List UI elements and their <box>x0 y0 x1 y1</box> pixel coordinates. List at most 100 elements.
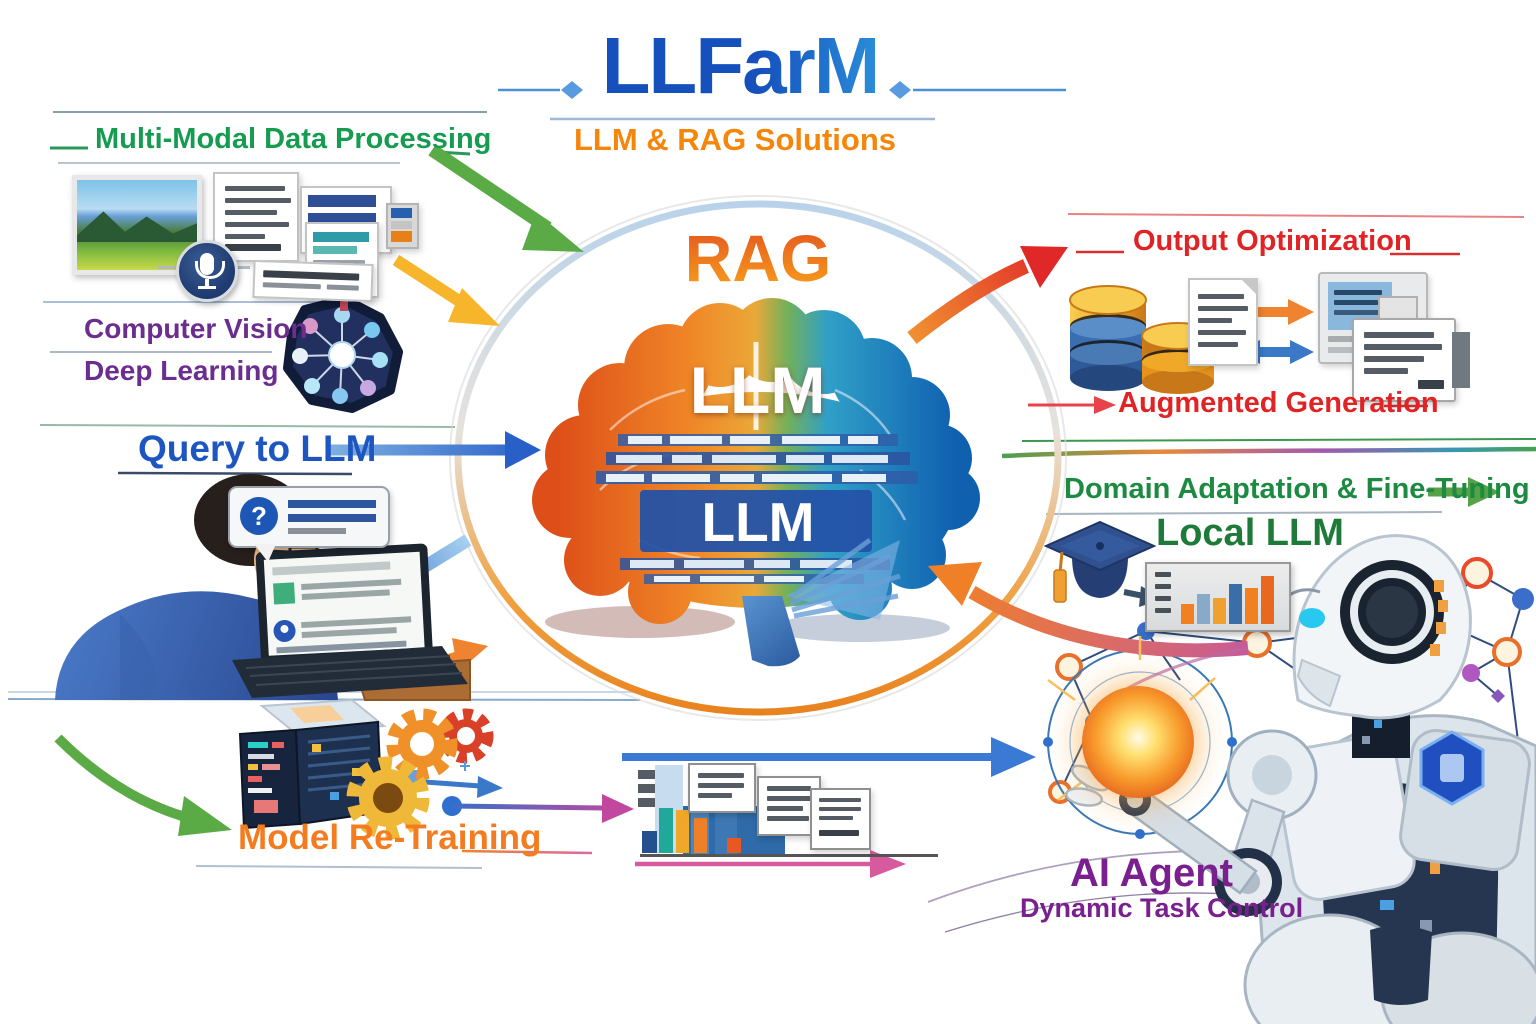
bar <box>676 810 689 853</box>
mic-cradle <box>195 261 225 279</box>
chart-baseline <box>640 854 938 857</box>
bubble-line <box>288 500 376 508</box>
digital-text-bands <box>596 434 918 584</box>
bar <box>1213 598 1226 624</box>
gray-block <box>391 221 412 229</box>
legend-block <box>638 798 660 807</box>
label-computer-vision: Computer Vision <box>84 313 308 344</box>
axis-dash <box>1155 608 1171 613</box>
label-multi-modal: Multi-Modal Data Processing <box>95 123 492 155</box>
text-line <box>1198 330 1246 335</box>
label-rag: RAG <box>648 223 868 293</box>
green-arrow-multimodal-to-center <box>428 144 584 252</box>
app-title: LLFarM <box>575 24 905 108</box>
orange-block <box>391 231 412 242</box>
text-line <box>1418 380 1444 389</box>
text-line <box>1364 368 1408 374</box>
red-arrow-to-augmented <box>1028 396 1116 414</box>
green-curved-arrow-to-retrain <box>54 734 232 836</box>
text-line <box>819 830 859 836</box>
long-blue-arrow-bottom <box>622 737 1036 777</box>
side-tab <box>1452 332 1470 388</box>
teal-bar <box>313 246 357 254</box>
label-query-to-llm: Query to LLM <box>138 428 377 469</box>
bar <box>1261 576 1274 624</box>
text-line <box>819 807 861 811</box>
text-line <box>225 222 289 227</box>
text-line <box>819 816 853 820</box>
axis-dash <box>1155 572 1171 577</box>
gears-icon <box>346 708 494 840</box>
text-line <box>1198 318 1232 323</box>
axis-dash <box>1155 584 1171 589</box>
text-line <box>225 234 265 239</box>
yellow-arrow-to-center <box>392 254 500 326</box>
section-rule-lines <box>7 111 1536 933</box>
database-icon <box>1069 285 1215 394</box>
magenta-arrow-retrain <box>442 794 634 823</box>
text-line <box>819 798 861 802</box>
color-block-panel-icon <box>386 203 419 249</box>
text-line <box>1198 306 1248 311</box>
label-domain-adaptation: Domain Adaptation & Fine-Tuning <box>1064 473 1530 505</box>
text-line <box>1334 300 1378 305</box>
label-output-optimization: Output Optimization <box>1133 225 1412 257</box>
blue-arrow-query-to-center <box>328 431 541 469</box>
text-line <box>698 773 744 778</box>
central-ring <box>449 195 1067 721</box>
text-line <box>767 816 809 821</box>
bar <box>642 831 657 853</box>
snippet-document-icon <box>252 259 374 303</box>
text-line <box>1364 344 1442 350</box>
label-dynamic-task-control: Dynamic Task Control <box>1020 893 1304 923</box>
text-line <box>1364 356 1424 362</box>
teal-bar <box>313 232 369 242</box>
bubble-tail <box>254 544 276 562</box>
text-line <box>262 282 321 290</box>
bar <box>1181 604 1194 624</box>
browser-window-icon <box>1352 318 1470 402</box>
label-augmented-generation: Augmented Generation <box>1118 387 1439 419</box>
bar-chart-icon <box>1145 562 1291 632</box>
mountain-shape <box>77 211 197 242</box>
text-line <box>698 783 744 788</box>
text-line <box>767 806 803 811</box>
text-line <box>698 793 732 798</box>
blue-block <box>391 208 412 218</box>
document-icon <box>1188 278 1258 366</box>
label-deep-learning: Deep Learning <box>84 355 279 386</box>
text-line <box>767 796 811 801</box>
header-decoration <box>498 81 1066 121</box>
label-local-llm: Local LLM <box>1156 512 1344 554</box>
label-llm-bottom: LLM <box>701 491 815 553</box>
bar <box>659 808 673 853</box>
text-line <box>225 210 277 215</box>
person-illustration <box>55 474 471 701</box>
mic-base <box>198 286 216 289</box>
document-icon <box>810 788 871 850</box>
bar <box>1197 594 1210 624</box>
legend-block <box>638 784 660 793</box>
text-line <box>225 186 285 191</box>
text-line <box>263 270 360 281</box>
text-line <box>1334 310 1384 315</box>
label-model-retraining: Model Re-Training <box>238 818 542 857</box>
text-line <box>225 244 281 251</box>
bar <box>694 818 707 853</box>
question-bubble: ? <box>228 486 390 548</box>
app-subtitle: LLM & RAG Solutions <box>573 122 897 157</box>
text-line <box>1364 332 1434 338</box>
orangepink-arrow-robot-to-brain <box>928 562 1249 690</box>
pink-arrow-bottom <box>635 850 906 878</box>
header-bar <box>308 195 376 207</box>
redorange-arrow-to-output <box>907 246 1068 344</box>
text-line <box>1198 342 1238 347</box>
text-line <box>225 198 291 203</box>
bar <box>727 838 741 853</box>
legend-block <box>638 770 660 779</box>
neural-network-icon <box>283 295 403 413</box>
bar <box>1229 584 1242 624</box>
text-line <box>1198 294 1244 299</box>
